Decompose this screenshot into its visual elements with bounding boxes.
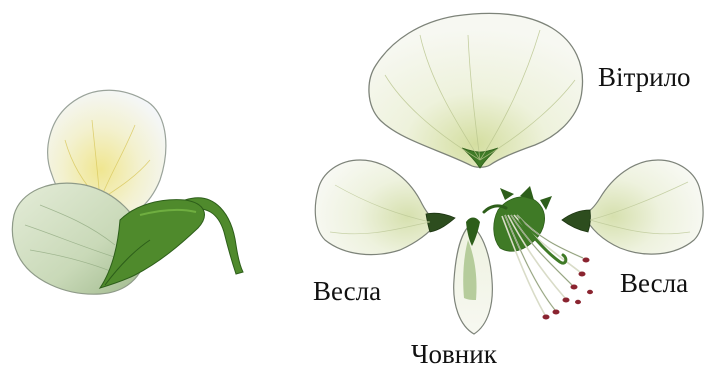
wing-petal-right-shape [583,160,703,254]
standard-petal [369,13,583,168]
stamen-bundle [484,186,593,320]
whole-flower [12,90,243,294]
label-keel: Човник [411,341,497,368]
keel-petal [454,218,493,335]
label-sail: Вітрило [598,64,691,91]
standard-petal-shape [369,13,583,167]
label-oar-right: Весла [620,270,688,297]
wing-petal-left-shape [315,160,438,255]
wing-petal-right [562,160,703,254]
wing-petal-left [315,160,455,255]
label-oar-left: Весла [313,278,381,305]
